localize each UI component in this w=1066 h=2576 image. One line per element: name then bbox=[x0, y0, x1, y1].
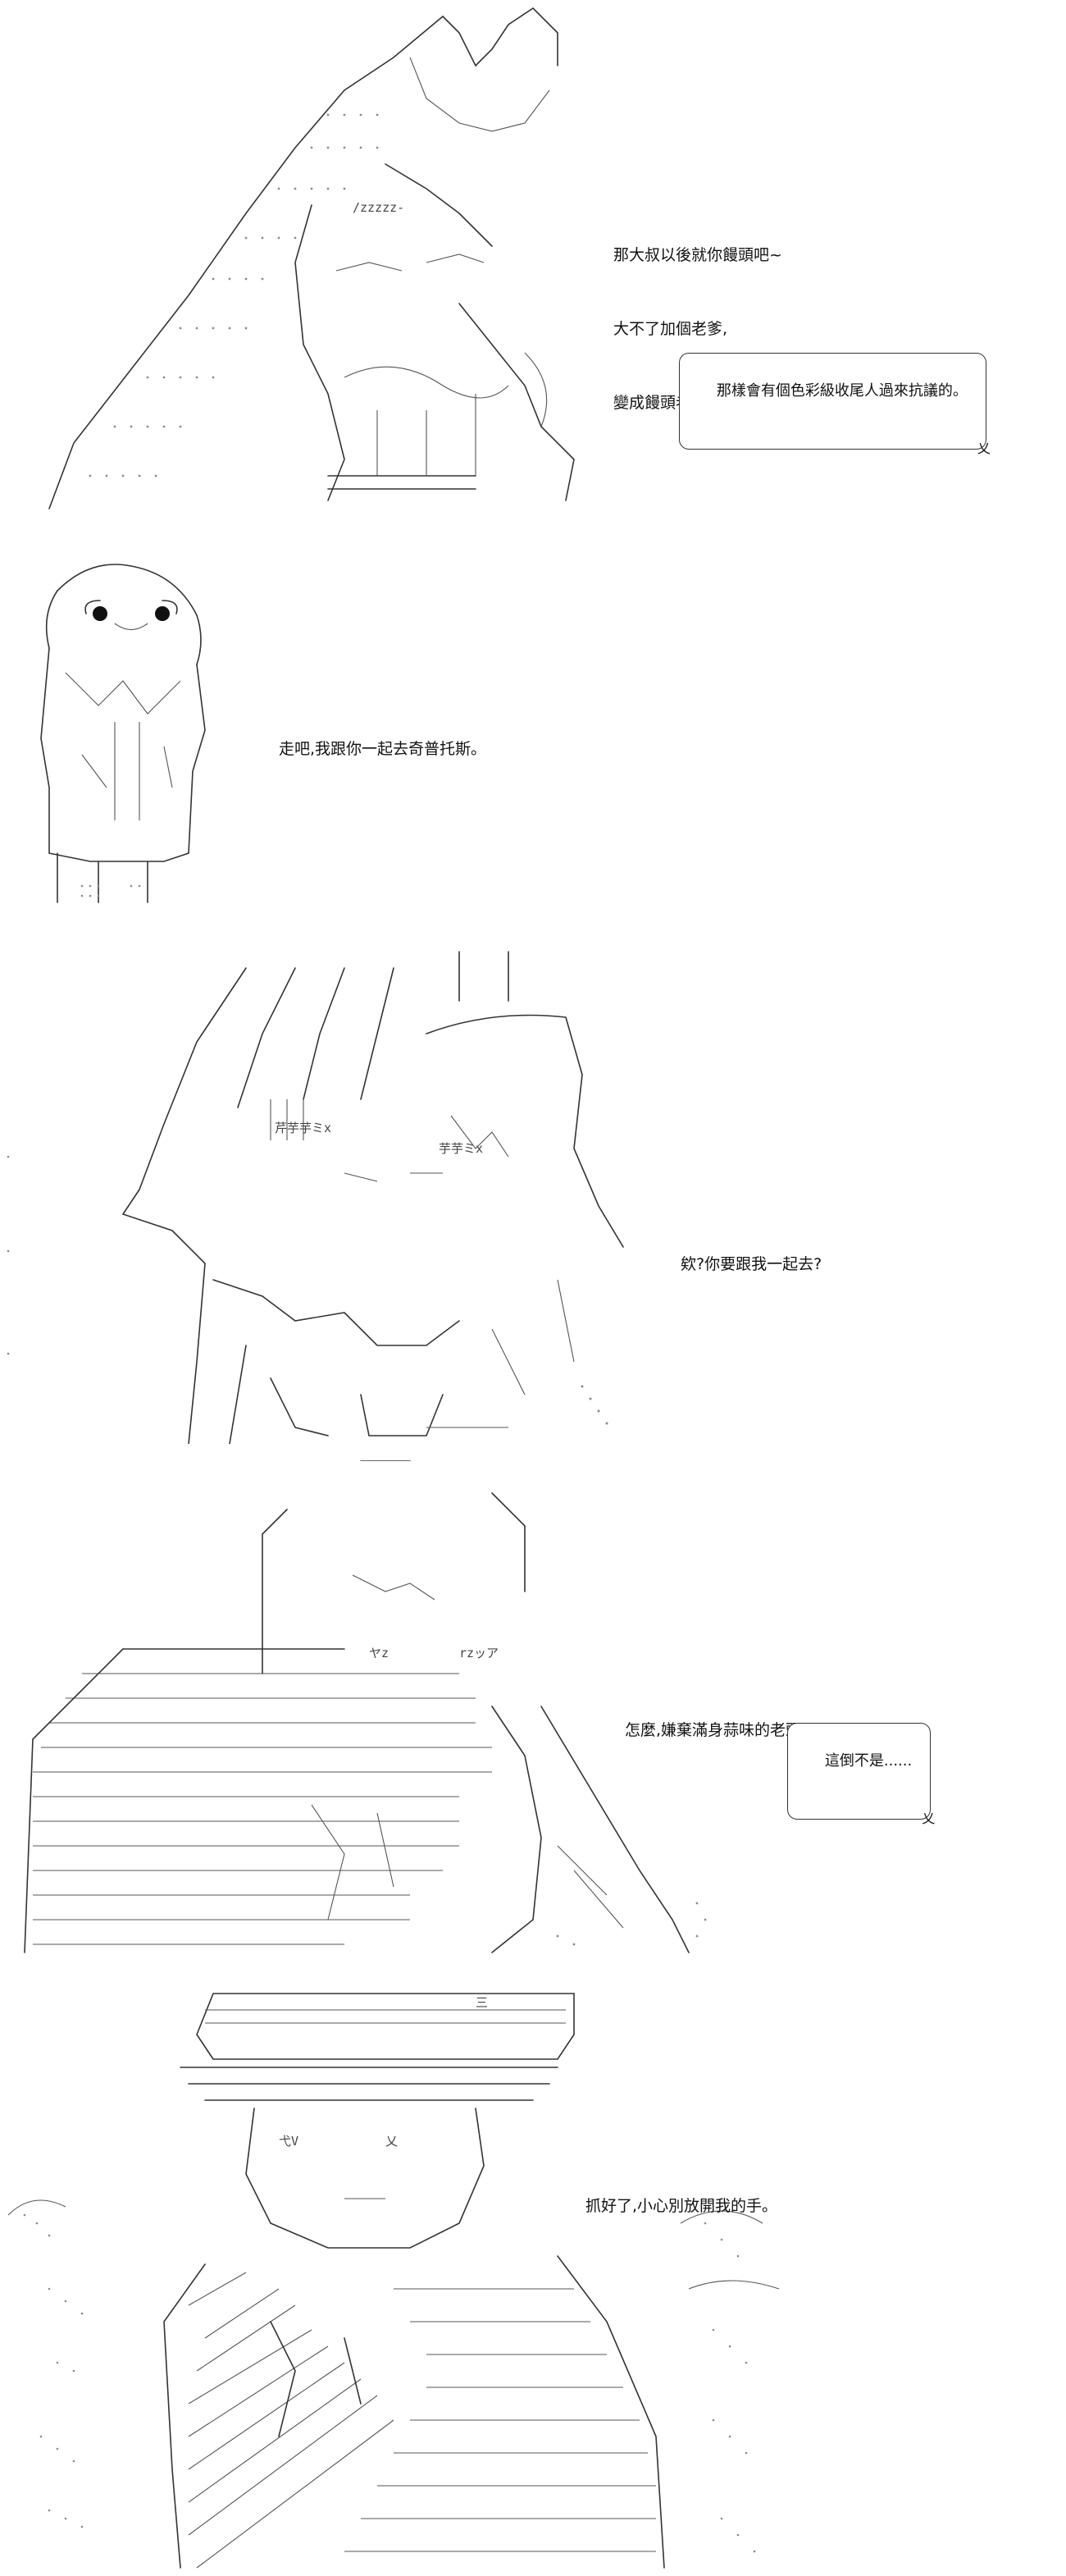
panel-4: ヤz rzッア 怎麼,嫌棄滿身蒜味的老頭子? 這倒不是...... 乂 bbox=[0, 1460, 1066, 1969]
panel-1: /zzzzz- 那大叔以後就你饅頭吧~ 大不了加個老爹, 變成饅頭老爹。 那樣會… bbox=[0, 0, 1066, 525]
bubble-tail-icon: 乂 bbox=[977, 441, 991, 456]
panel-2-ascii-art bbox=[0, 541, 246, 919]
panel-1-bubble-text: 那樣會有個色彩級收尾人過來抗議的。 bbox=[716, 382, 968, 400]
p4-sfx1-text: ヤz bbox=[369, 1646, 389, 1660]
p3-eyes-left-text: 芹芋芋ミx bbox=[275, 1121, 331, 1135]
panel-2: 走吧,我跟你一起去奇普托斯。 bbox=[0, 541, 1066, 919]
p5-kanji-left-text: 弋V bbox=[279, 2134, 298, 2149]
panel-1-ascii-art: /zzzzz- bbox=[0, 0, 607, 525]
panel-4-dialogue: 怎麼,嫌棄滿身蒜味的老頭子? bbox=[625, 1669, 825, 1792]
panel-1-dialogue-line: 那大叔以後就你饅頭吧~ bbox=[613, 246, 782, 264]
panel-3-dialogue-line: 欸?你要跟我一起去? bbox=[681, 1255, 822, 1273]
panel-3-ascii-art: 芹芋芋ミx 芋芋ミx bbox=[0, 935, 656, 1444]
panel-1-dialogue-line: 大不了加個老爹, bbox=[613, 320, 728, 338]
panel-5-dialogue: 抓好了,小心別放開我的手。 bbox=[585, 2144, 777, 2268]
panel-4-ascii-art: ヤz rzッア bbox=[0, 1460, 722, 1969]
panel-3-dialogue: 欸?你要跟我一起去? bbox=[681, 1203, 822, 1326]
p5-kanji-right-text: 乂 bbox=[385, 2134, 398, 2149]
panel-4-dialogue-line: 怎麼,嫌棄滿身蒜味的老頭子? bbox=[625, 1721, 826, 1739]
panel-5-ascii-art: 三 弋V 乂 bbox=[0, 1977, 820, 2576]
panel-5: 三 弋V 乂 bbox=[0, 1977, 1066, 2576]
bubble-tail-icon: 乂 bbox=[922, 1811, 936, 1826]
panel-4-bubble-text: 這倒不是...... bbox=[824, 1752, 913, 1770]
panel-2-dialogue-line: 走吧,我跟你一起去奇普托斯。 bbox=[279, 740, 487, 758]
panel-3: 芹芋芋ミx 芋芋ミx 欸?你要跟我一起去? bbox=[0, 935, 1066, 1444]
panel-2-dialogue: 走吧,我跟你一起去奇普托斯。 bbox=[279, 687, 486, 811]
p1-zz-text: /zzzzz- bbox=[353, 200, 404, 215]
p4-sfx2-text: rzッア bbox=[459, 1646, 499, 1660]
p5-sign-text: 三 bbox=[476, 1995, 488, 2010]
panel-5-dialogue-line: 抓好了,小心別放開我的手。 bbox=[585, 2197, 778, 2215]
p3-eyes-right-text: 芋芋ミx bbox=[439, 1141, 483, 1156]
panel-1-speech-bubble: 那樣會有個色彩級收尾人過來抗議的。 乂 bbox=[679, 353, 991, 456]
panel-4-speech-bubble: 這倒不是...... 乂 bbox=[787, 1723, 935, 1826]
